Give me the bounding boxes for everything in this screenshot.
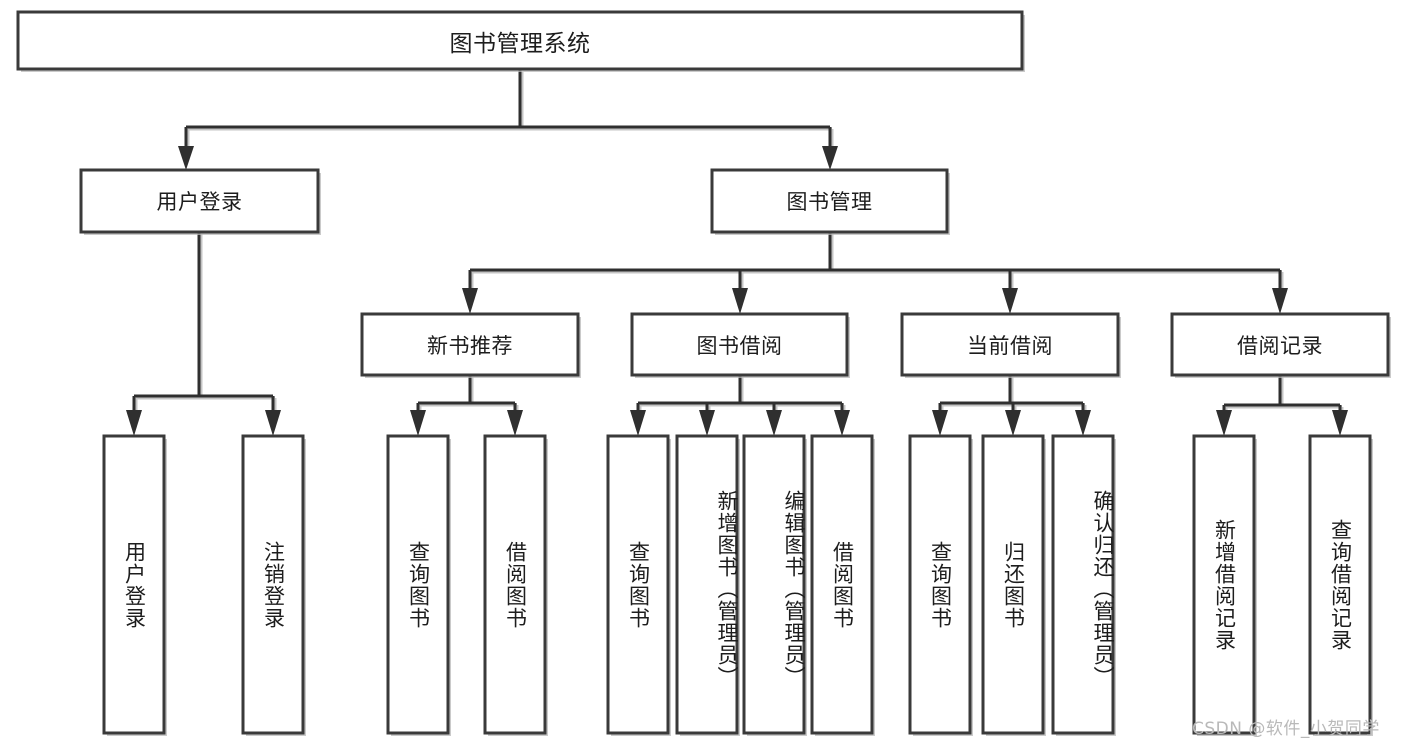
connector-currentborrow-to-leaves	[932, 375, 1091, 436]
box-leaf-query-book-2[interactable]	[606, 434, 670, 735]
box-leaf-add-book-admin[interactable]	[675, 434, 739, 735]
box-leaf-confirm-return-admin[interactable]	[1051, 434, 1115, 735]
box-leaf-edit-book-admin[interactable]	[742, 434, 806, 735]
connector-root-to-level2	[178, 69, 838, 170]
box-leaf-add-borrow-record[interactable]	[1192, 434, 1256, 735]
box-leaf-query-borrow-record[interactable]	[1308, 434, 1372, 735]
box-borrow-record[interactable]	[1170, 312, 1390, 377]
box-leaf-query-book-3[interactable]	[908, 434, 972, 735]
connector-bookborrow-to-leaves	[630, 375, 850, 436]
connectors	[126, 69, 1348, 436]
box-user-login[interactable]	[79, 168, 320, 234]
box-leaf-logout-login[interactable]	[241, 434, 305, 735]
box-leaf-return-book[interactable]	[981, 434, 1045, 735]
node-boxes	[16, 10, 1391, 736]
connector-newbook-to-leaves	[410, 375, 523, 436]
box-leaf-query-book-1[interactable]	[386, 434, 450, 735]
box-book-borrow[interactable]	[630, 312, 849, 377]
box-leaf-user-login[interactable]	[102, 434, 166, 735]
box-new-book-recommend[interactable]	[360, 312, 580, 377]
box-root[interactable]	[16, 10, 1024, 71]
box-leaf-borrow-book-2[interactable]	[810, 434, 874, 735]
box-current-borrow[interactable]	[900, 312, 1120, 377]
connector-userlogin-to-leaves	[126, 232, 281, 436]
connector-bookmgmt-to-level3	[462, 232, 1288, 314]
box-leaf-borrow-book-1[interactable]	[483, 434, 547, 735]
connector-borrowrecord-to-leaves	[1216, 375, 1348, 436]
box-book-management[interactable]	[710, 168, 949, 234]
